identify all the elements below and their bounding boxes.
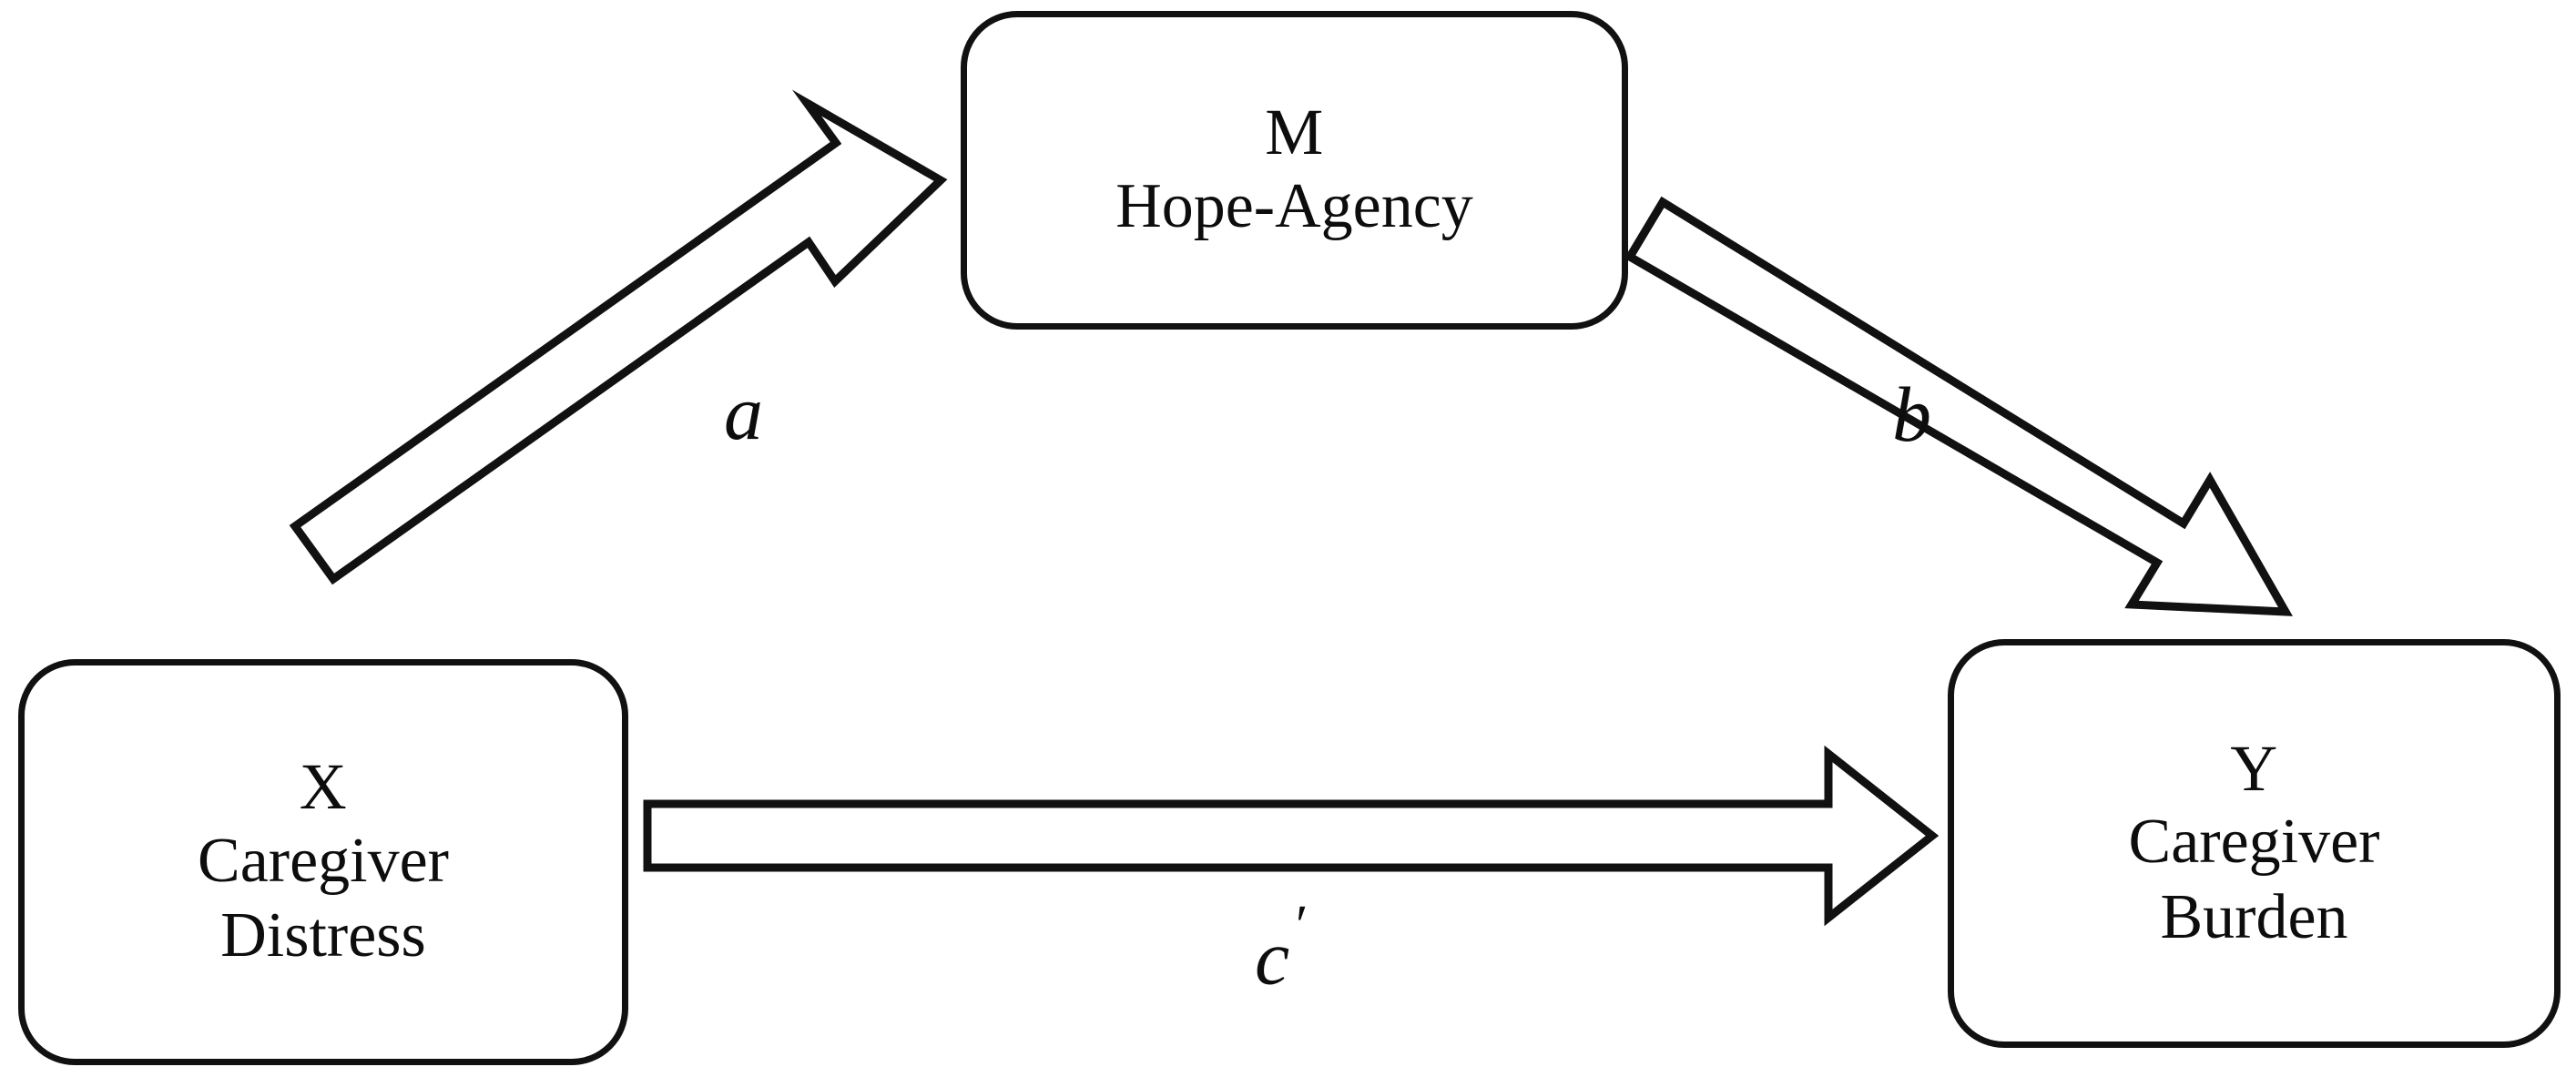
path-label-a: a [724,369,763,456]
node-x-code: X [299,750,348,824]
node-m-code: M [1265,96,1324,169]
node-m-label-line-1: Hope-Agency [1115,171,1473,242]
path-label-c-prime-mark: ′ [1292,895,1305,957]
node-x-label-line-2: Distress [220,900,426,971]
node-y-code: Y [2230,731,2278,805]
path-a-arrow [289,89,948,585]
node-mediator-m[interactable]: M Hope-Agency [961,11,1628,330]
path-c-prime-arrow [643,745,1940,927]
node-y-label-line-1: Caregiver [2128,807,2380,878]
path-label-c-letter: c [1255,913,1290,1001]
path-label-c-prime: c′ [1255,898,1305,997]
node-predictor-x[interactable]: X Caregiver Distress [18,659,628,1065]
node-y-label-line-2: Burden [2160,881,2348,952]
path-b-arrow [1624,196,2293,616]
node-x-label-line-1: Caregiver [198,825,449,896]
node-outcome-y[interactable]: Y Caregiver Burden [1948,639,2561,1048]
path-label-b: b [1892,371,1931,458]
